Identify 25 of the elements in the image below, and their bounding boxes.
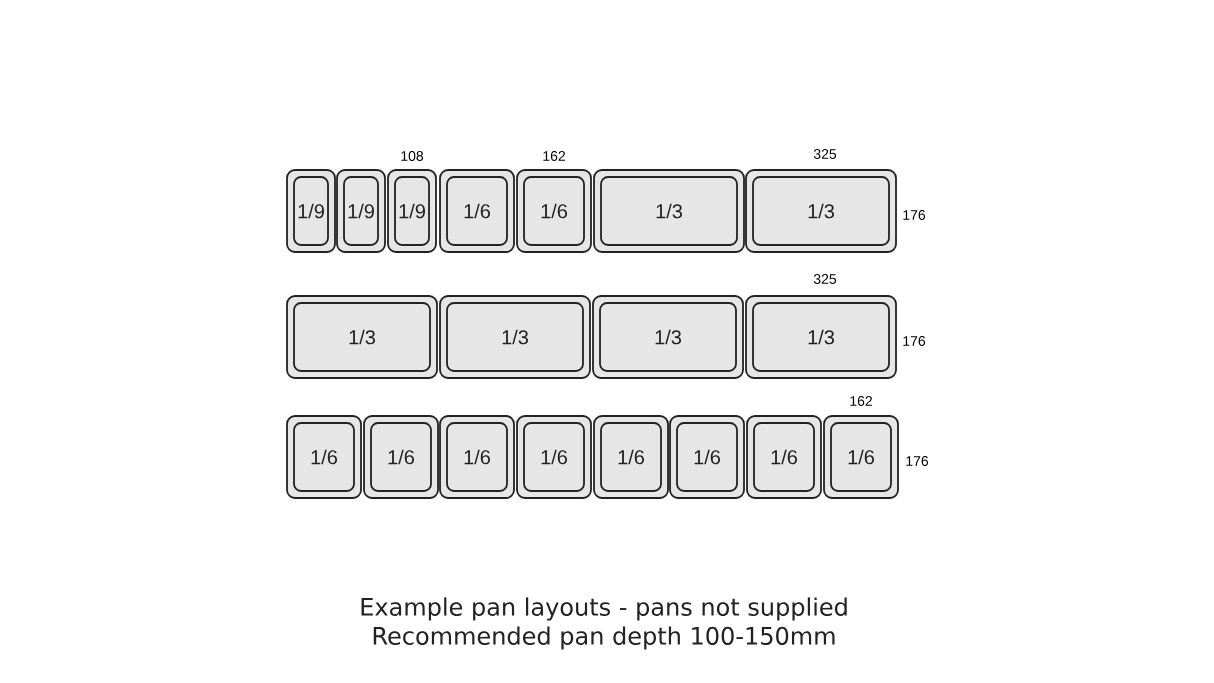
pan-drawing: 1/6 bbox=[439, 169, 515, 253]
pan-drawing: 1/3 bbox=[286, 295, 438, 379]
pan-drawing: 1/3 bbox=[745, 295, 897, 379]
pan-drawing: 1/9 bbox=[286, 169, 336, 253]
dimension-label: 162 bbox=[543, 151, 565, 161]
note-text: Recommended pan depth 100-150mm bbox=[373, 626, 835, 650]
pan-drawing: 1/3 bbox=[593, 169, 745, 253]
pan-drawing: 1/6 bbox=[516, 169, 592, 253]
note-text: Example pan layouts - pans not supplied bbox=[361, 597, 847, 621]
pan-drawing: 1/6 bbox=[669, 415, 745, 499]
pan-drawing: 1/9 bbox=[336, 169, 386, 253]
pan-drawing: 1/6 bbox=[286, 415, 362, 499]
pan-drawing: 1/6 bbox=[593, 415, 669, 499]
pan-drawing: 1/6 bbox=[746, 415, 822, 499]
pan-drawing: 1/6 bbox=[363, 415, 439, 499]
pan-drawing: 1/3 bbox=[592, 295, 744, 379]
pan-drawing: 1/9 bbox=[387, 169, 437, 253]
pan-drawing: 1/3 bbox=[745, 169, 897, 253]
pan-drawing: 1/6 bbox=[439, 415, 515, 499]
pan-drawing: 1/6 bbox=[516, 415, 592, 499]
pan-drawing: 1/3 bbox=[439, 295, 591, 379]
dimension-label: 108 bbox=[401, 151, 424, 161]
dimension-label: 162 bbox=[850, 396, 872, 406]
pan-drawing: 1/6 bbox=[823, 415, 899, 499]
dimension-label: 325 bbox=[813, 274, 837, 284]
